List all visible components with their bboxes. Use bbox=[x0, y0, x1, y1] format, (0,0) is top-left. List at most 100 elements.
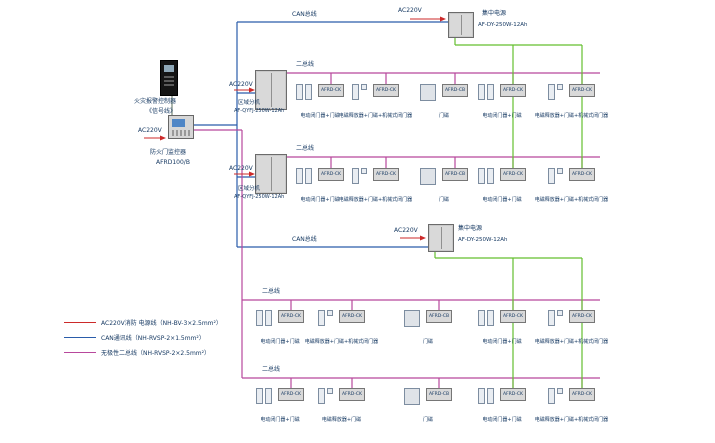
subpanel1-model-label: AF-QYFJ-250W-12Ah bbox=[234, 108, 285, 114]
device-label: 电磁释放器+门磁 bbox=[321, 417, 362, 423]
afrd-module: AFRD-CK bbox=[278, 310, 304, 323]
afrd-module: AFRD-CK bbox=[318, 84, 344, 97]
release-icon bbox=[557, 310, 563, 316]
legend-item: AC220V消防 电源线（NH-BV-3×2.5mm²） bbox=[64, 315, 222, 330]
subpanel1-name-label: 区域分机 bbox=[238, 100, 261, 106]
afrd-module: AFRD-CK bbox=[500, 168, 526, 181]
device-group: AFRD-CK 电动闭门器+门磁 bbox=[296, 84, 344, 119]
door-icon bbox=[296, 84, 303, 100]
door-icon bbox=[478, 310, 485, 326]
device-group: AFRD-CK 电磁释放器+门磁+机械式闭门器 bbox=[339, 168, 412, 203]
can-line-swatch bbox=[64, 337, 96, 338]
afrd-module: AFRD-CK bbox=[373, 84, 399, 97]
two-bus-label-row2: 二总线 bbox=[296, 145, 315, 152]
monitor-power-label: AC220V bbox=[138, 127, 162, 134]
device-label: 门磁 bbox=[438, 113, 450, 119]
device-group: AFRD-CK 电磁释放器+门磁+机械式闭门器 bbox=[535, 310, 608, 345]
device-group: AFRD-CK 电磁释放器+门磁+机械式闭门器 bbox=[535, 84, 608, 119]
subpanel2-model-label: AF-QYFJ-250W-12Ah bbox=[234, 194, 285, 200]
legend-item: CAN通讯线（NH-RVSP-2×1.5mm²） bbox=[64, 330, 222, 345]
device-label: 门磁 bbox=[422, 339, 434, 345]
door-icon bbox=[318, 388, 325, 404]
door-icon bbox=[318, 310, 325, 326]
release-icon bbox=[557, 168, 563, 174]
device-label: 电磁释放器+门磁+机械式闭门器 bbox=[304, 339, 379, 345]
release-icon bbox=[557, 84, 563, 90]
door-magnet-icon bbox=[404, 388, 420, 405]
central-power-supply-1 bbox=[448, 12, 474, 38]
door-magnet-icon bbox=[404, 310, 420, 327]
door-icon bbox=[548, 388, 555, 404]
door-icon bbox=[478, 388, 485, 404]
afrd-module: AFRD-CK bbox=[569, 388, 595, 401]
device-label: 门磁 bbox=[422, 417, 434, 423]
device-group: AFRD-CK 电磁释放器+门磁+机械式闭门器 bbox=[305, 310, 378, 345]
afrd-module: AFRD-CK bbox=[569, 168, 595, 181]
device-label: 电动闭门器+门磁 bbox=[300, 113, 340, 119]
door-icon bbox=[487, 168, 494, 184]
device-label: 电磁释放器+门磁+机械式闭门器 bbox=[534, 339, 609, 345]
door-icon bbox=[305, 168, 312, 184]
device-group: AFRD-CK 电动闭门器+门磁 bbox=[478, 310, 526, 345]
legend: AC220V消防 电源线（NH-BV-3×2.5mm²） CAN通讯线（NH-R… bbox=[64, 315, 222, 360]
device-label: 电磁释放器+门磁+机械式闭门器 bbox=[534, 113, 609, 119]
door-icon bbox=[256, 388, 263, 404]
two-bus-label-row3: 二总线 bbox=[262, 288, 281, 295]
fire-alarm-controller-icon bbox=[160, 60, 178, 96]
afrd-module: AFRD-CB bbox=[426, 310, 452, 323]
door-icon bbox=[256, 310, 263, 326]
can-bus-label-top: CAN总线 bbox=[292, 11, 317, 18]
afrd-module: AFRD-CK bbox=[500, 310, 526, 323]
device-group: AFRD-CB 门磁 bbox=[404, 310, 452, 345]
device-label: 电动闭门器+门磁 bbox=[260, 339, 300, 345]
device-label: 电动闭门器+门磁 bbox=[482, 417, 522, 423]
device-group: AFRD-CK 电动闭门器+门磁 bbox=[478, 168, 526, 203]
supply1-model-label: AF-DY-250W-12Ah bbox=[478, 22, 528, 28]
door-icon bbox=[478, 168, 485, 184]
door-icon bbox=[487, 84, 494, 100]
device-label: 电动闭门器+门磁 bbox=[482, 113, 522, 119]
two-bus-label-row4: 二总线 bbox=[262, 366, 281, 373]
release-icon bbox=[557, 388, 563, 394]
door-icon bbox=[352, 84, 359, 100]
supply1-power-label: AC220V bbox=[398, 7, 422, 14]
legend-label: 无极性二总线（NH-RVSP-2×2.5mm²） bbox=[101, 350, 211, 357]
device-group: AFRD-CK 电动闭门器+门磁 bbox=[256, 310, 304, 345]
door-icon bbox=[478, 84, 485, 100]
afrd-module: AFRD-CB bbox=[442, 84, 468, 97]
device-label: 电动闭门器+门磁 bbox=[482, 339, 522, 345]
ac-feed-arrowhead bbox=[249, 171, 255, 177]
afrd-module: AFRD-CK bbox=[278, 388, 304, 401]
afrd-module: AFRD-CK bbox=[339, 388, 365, 401]
two-bus-label-row1: 二总线 bbox=[296, 61, 315, 68]
door-icon bbox=[487, 310, 494, 326]
subpanel2-name-label: 区域分机 bbox=[238, 186, 261, 192]
afrd-module: AFRD-CK bbox=[373, 168, 399, 181]
device-group: AFRD-CB 门磁 bbox=[404, 388, 452, 423]
release-icon bbox=[361, 168, 367, 174]
device-group: AFRD-CB 门磁 bbox=[420, 168, 468, 203]
subpanel2-power-label: AC220V bbox=[229, 165, 253, 172]
door-icon bbox=[548, 84, 555, 100]
device-label: 电动闭门器+门磁 bbox=[300, 197, 340, 203]
release-icon bbox=[361, 84, 367, 90]
device-group: AFRD-CK 电磁释放器+门磁+机械式闭门器 bbox=[339, 84, 412, 119]
device-label: 门磁 bbox=[438, 197, 450, 203]
door-magnet-icon bbox=[420, 84, 436, 101]
legend-label: AC220V消防 电源线（NH-BV-3×2.5mm²） bbox=[101, 320, 222, 327]
door-icon bbox=[305, 84, 312, 100]
afrd-module: AFRD-CK bbox=[500, 388, 526, 401]
device-label: 电磁释放器+门磁+机械式闭门器 bbox=[534, 197, 609, 203]
device-label: 电磁释放器+门磁+机械式闭门器 bbox=[534, 417, 609, 423]
device-label: 电动闭门器+门磁 bbox=[482, 197, 522, 203]
ac-feed-arrowhead bbox=[249, 87, 255, 93]
device-group: AFRD-CK 电动闭门器+门磁 bbox=[296, 168, 344, 203]
device-group: AFRD-CK 电动闭门器+门磁 bbox=[478, 388, 526, 423]
afrd-module: AFRD-CK bbox=[318, 168, 344, 181]
door-icon bbox=[352, 168, 359, 184]
device-group: AFRD-CK 电磁释放器+门磁 bbox=[318, 388, 365, 423]
afrd-module: AFRD-CB bbox=[426, 388, 452, 401]
afrd-module: AFRD-CB bbox=[442, 168, 468, 181]
